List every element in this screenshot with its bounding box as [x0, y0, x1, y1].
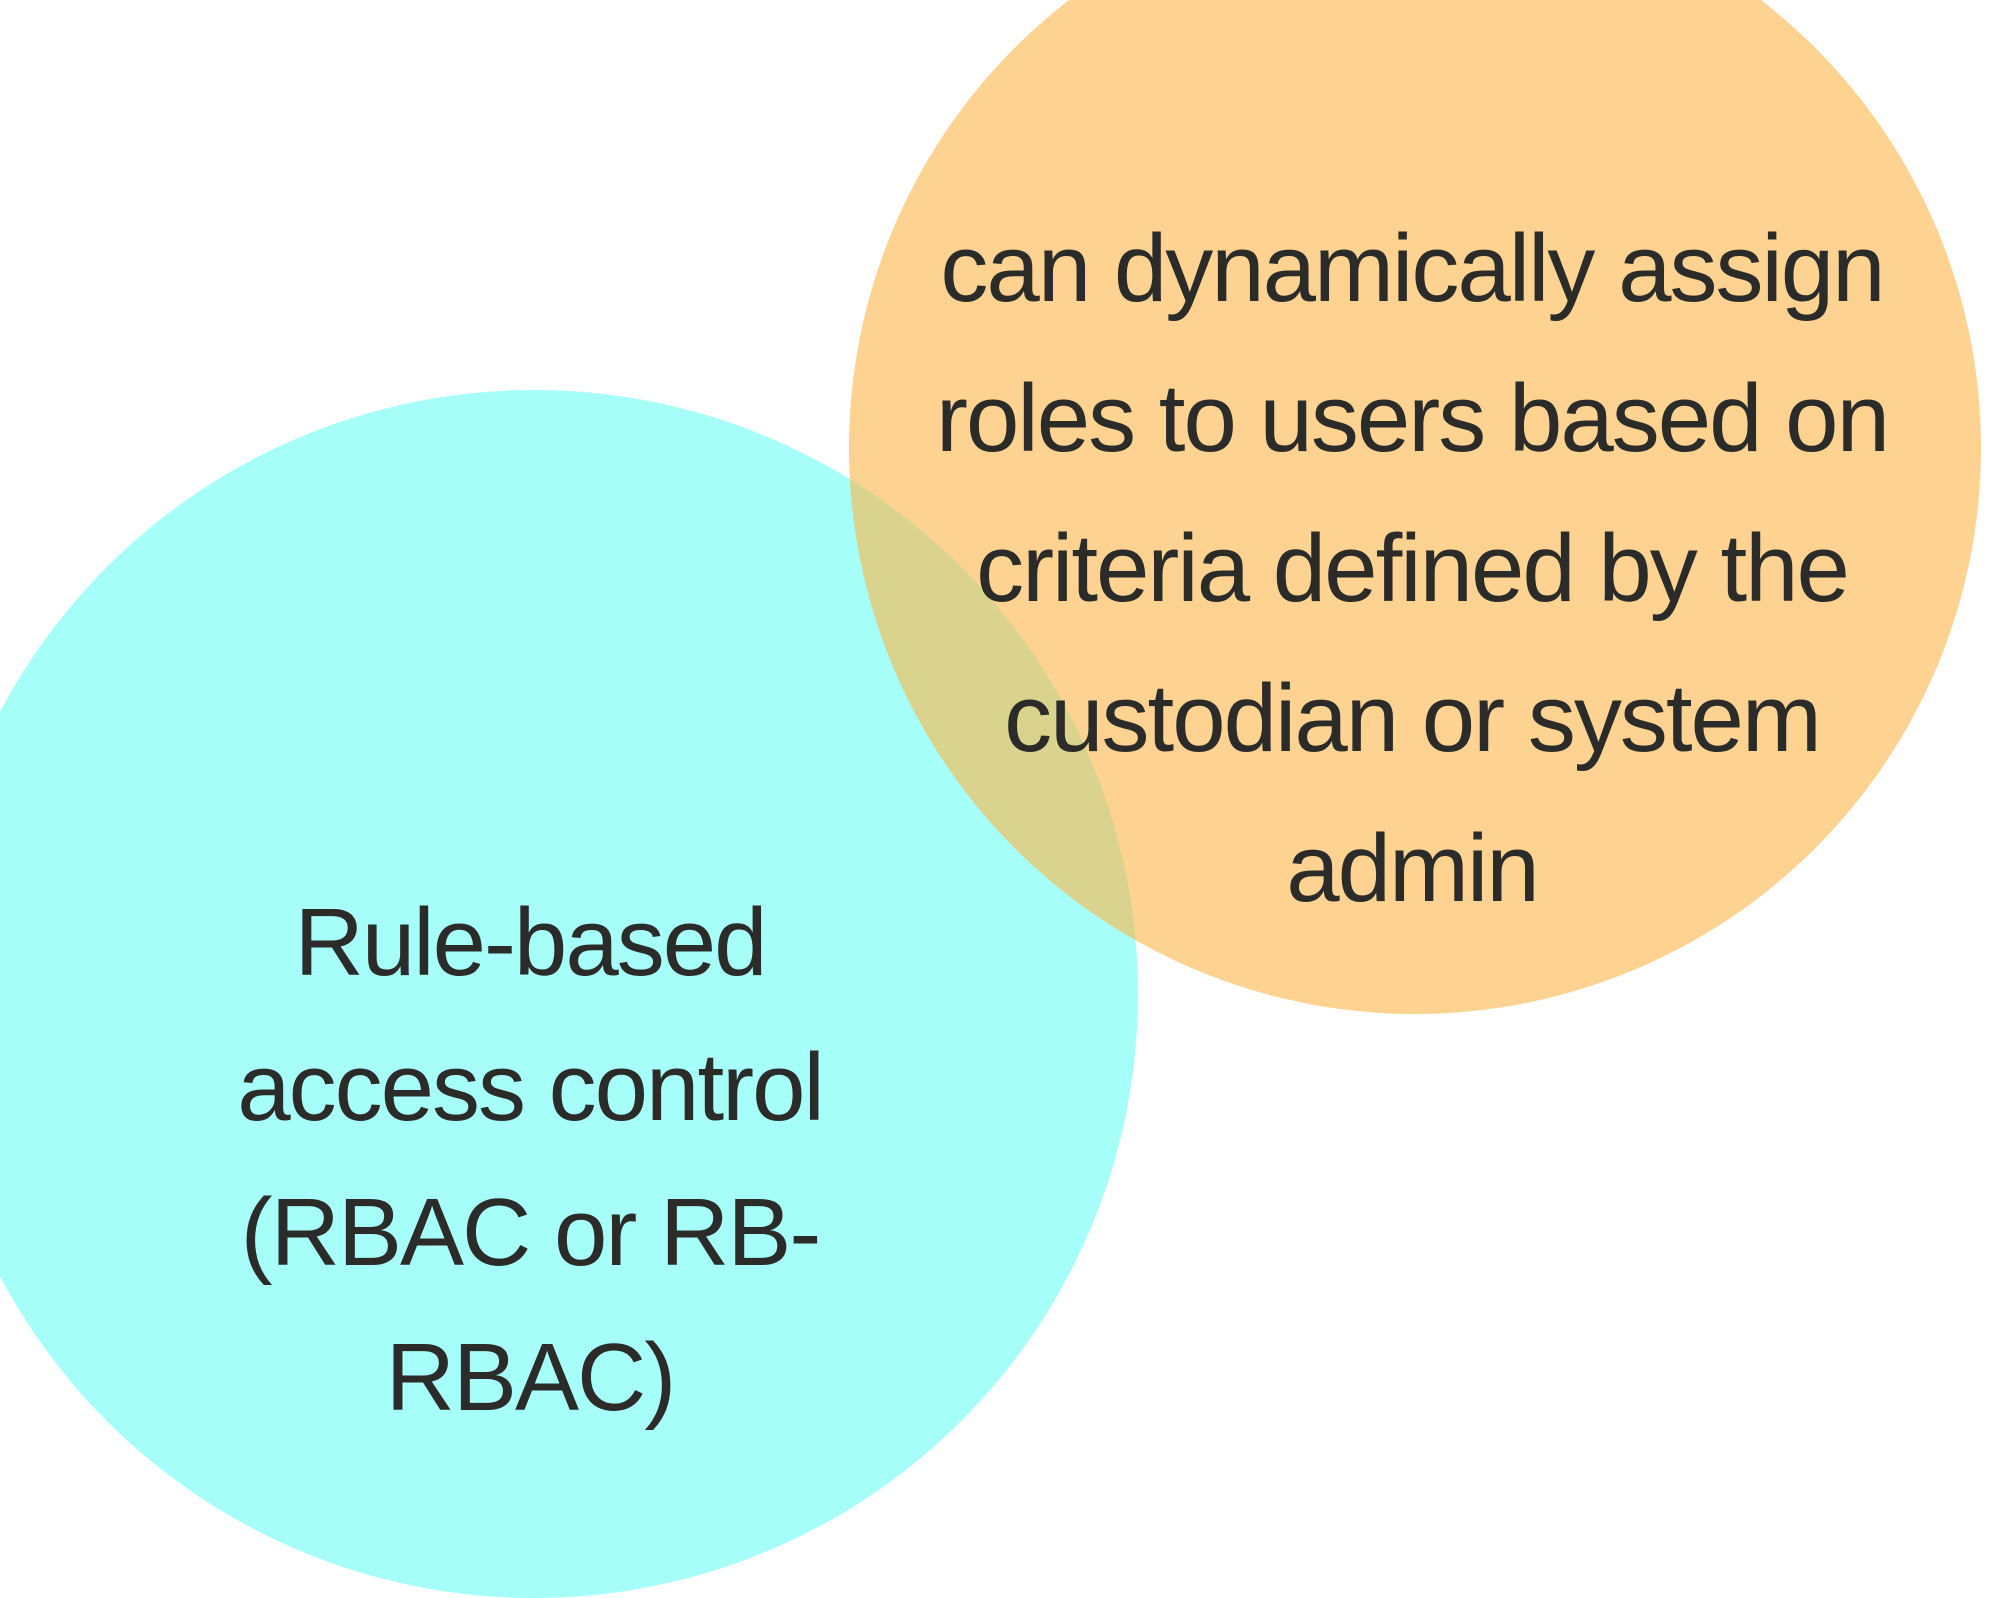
dynamic-role-assignment-label: can dynamically assign roles to users ba… — [862, 194, 1962, 944]
label-line: RBAC) — [385, 1324, 677, 1431]
label-line: roles to users based on — [936, 365, 1890, 472]
label-line: (RBAC or RB- — [240, 1179, 822, 1286]
dynamic-role-assignment-circle — [849, 0, 1981, 1014]
rule-based-access-control-label: Rule-based access control (RBAC or RB- R… — [80, 870, 980, 1450]
label-line: access control — [237, 1034, 825, 1141]
label-line: admin — [1286, 815, 1539, 922]
label-line: criteria defined by the — [976, 515, 1850, 622]
label-line: can dynamically assign — [940, 215, 1885, 322]
label-line: Rule-based — [294, 889, 768, 996]
label-line: custodian or system — [1004, 665, 1822, 772]
